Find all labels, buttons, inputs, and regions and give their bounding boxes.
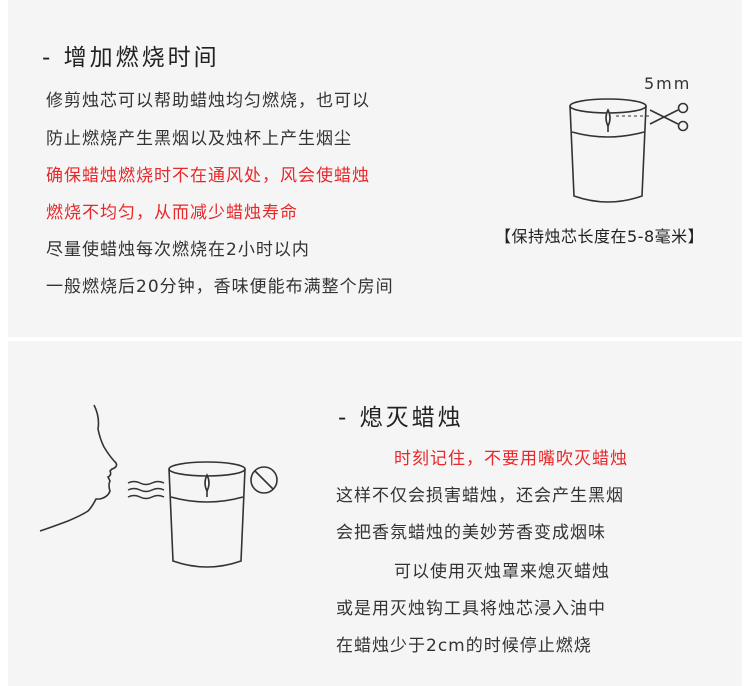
tip-line-6: 一般燃烧后20分钟，香味便能布满整个房间 xyxy=(46,277,394,297)
tip-line-4: 燃烧不均匀，从而减少蜡烛寿命 xyxy=(46,203,298,223)
tip-line-5: 或是用灭烛钩工具将烛芯浸入油中 xyxy=(336,599,606,619)
tip-line-6: 在蜡烛少于2cm的时候停止燃烧 xyxy=(336,636,592,656)
candle-jar-icon xyxy=(168,461,246,568)
tip-line-3: 确保蜡烛燃烧时不在通风处，风会使蜡烛 xyxy=(46,166,370,186)
section-extinguish-candle: - 熄灭蜡烛 时刻记住，不要用嘴吹灭蜡烛 这样不仅会损害蜡烛，还会产生黑烟 会把… xyxy=(8,341,742,686)
prohibited-icon xyxy=(250,466,278,494)
tip-line-1: 修剪烛芯可以帮助蜡烛均匀燃烧，也可以 xyxy=(46,91,370,111)
tip-line-1: 时刻记住，不要用嘴吹灭蜡烛 xyxy=(394,449,628,469)
face-profile-icon xyxy=(39,404,118,532)
section-title: - 熄灭蜡烛 xyxy=(338,405,464,431)
wick-length-caption: 【保持烛芯长度在5-8毫米】 xyxy=(495,227,705,246)
tip-line-2: 防止燃烧产生黑烟以及烛杯上产生烟尘 xyxy=(46,129,352,149)
tip-line-5: 尽量使蜡烛每次燃烧在2小时以内 xyxy=(46,240,310,260)
tip-line-4: 可以使用灭烛罩来熄灭蜡烛 xyxy=(394,562,610,582)
wick-length-label: 5mm xyxy=(644,74,692,93)
section-increase-burn-time: - 增加燃烧时间 修剪烛芯可以帮助蜡烛均匀燃烧，也可以 防止燃烧产生黑烟以及烛杯… xyxy=(8,0,742,337)
section-title: - 增加燃烧时间 xyxy=(42,45,220,71)
blow-air-icon xyxy=(127,480,165,500)
tip-line-3: 会把香氛蜡烛的美妙芳香变成烟味 xyxy=(336,523,606,543)
candle-jar-icon xyxy=(569,98,650,203)
scissors-icon xyxy=(649,102,689,132)
tip-line-2: 这样不仅会损害蜡烛，还会产生黑烟 xyxy=(336,486,624,506)
